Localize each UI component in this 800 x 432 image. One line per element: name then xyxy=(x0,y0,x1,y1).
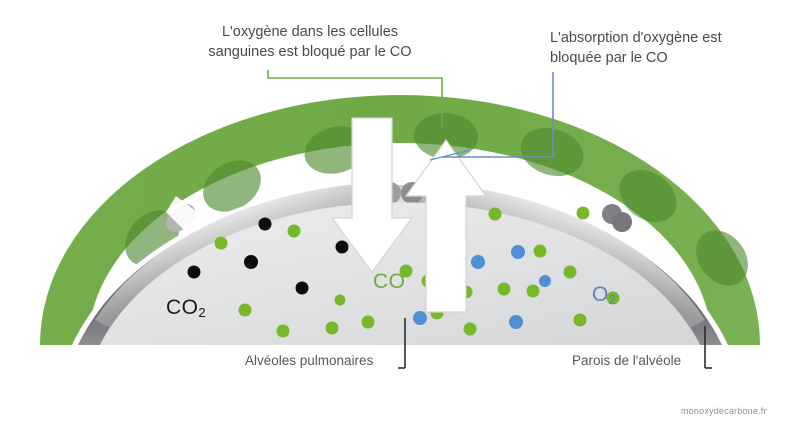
connector-right-blue xyxy=(429,72,554,161)
callout-absorption-blocked: L'absorption d'oxygène est bloquée par l… xyxy=(550,30,722,66)
co-dot xyxy=(573,313,587,327)
co-dot xyxy=(334,294,346,306)
formula-o2-subscript: 2 xyxy=(608,291,616,307)
co-dot xyxy=(563,265,577,279)
wall-gaps xyxy=(166,196,200,232)
co-dot xyxy=(361,315,375,329)
label-parois-alveole: Parois de l'alvéole xyxy=(572,352,682,370)
co-dot xyxy=(533,244,547,258)
formula-co: CO xyxy=(373,270,405,294)
blood-cell xyxy=(696,230,748,286)
co-dot xyxy=(238,303,252,317)
co-dot xyxy=(488,207,502,221)
o2-dot xyxy=(413,311,427,325)
watermark-source: monoxydecarbone.fr xyxy=(681,406,767,416)
formula-co2: CO2 xyxy=(166,296,206,320)
o2-dot xyxy=(511,245,525,259)
arrow-up-o2 xyxy=(404,138,488,313)
co2-dot xyxy=(295,281,309,295)
connector-parois xyxy=(704,326,712,369)
blood-cell xyxy=(203,160,261,212)
formula-co2-subscript: 2 xyxy=(198,304,206,320)
co2-dot xyxy=(187,265,201,279)
blood-cell xyxy=(619,169,677,223)
blood-cell xyxy=(520,127,584,177)
arrow-down-co xyxy=(330,117,414,274)
co-dot xyxy=(526,284,540,298)
o2-dot xyxy=(509,315,523,329)
co-dot xyxy=(497,282,511,296)
label-alveoles-pulmonaires: Alvéoles pulmonaires xyxy=(245,352,374,370)
o2-molecules xyxy=(413,245,551,329)
co-dot xyxy=(214,236,228,250)
formula-co2-text: CO xyxy=(166,296,199,319)
co2-dot xyxy=(258,217,272,231)
formula-o2-text: O xyxy=(592,283,609,306)
co2-dot xyxy=(244,255,258,269)
co-dot xyxy=(325,321,339,335)
co-dot xyxy=(463,322,477,336)
formula-co-text: CO xyxy=(373,270,406,293)
co-dot xyxy=(576,206,590,220)
o2-dot xyxy=(471,255,485,269)
co-dot xyxy=(399,264,413,278)
connector-alveoles xyxy=(398,318,406,369)
co-dot xyxy=(606,291,620,305)
callout-blood-cells-blocked: L'oxygène dans les cellules sanguines es… xyxy=(208,24,412,60)
blood-cell xyxy=(414,112,478,160)
formula-o2: O2 xyxy=(592,283,616,307)
co2-dot xyxy=(335,240,349,254)
co-dot xyxy=(276,324,290,338)
co-dot xyxy=(287,224,301,238)
connector-left-green xyxy=(267,70,443,128)
o2-dot xyxy=(539,275,551,287)
